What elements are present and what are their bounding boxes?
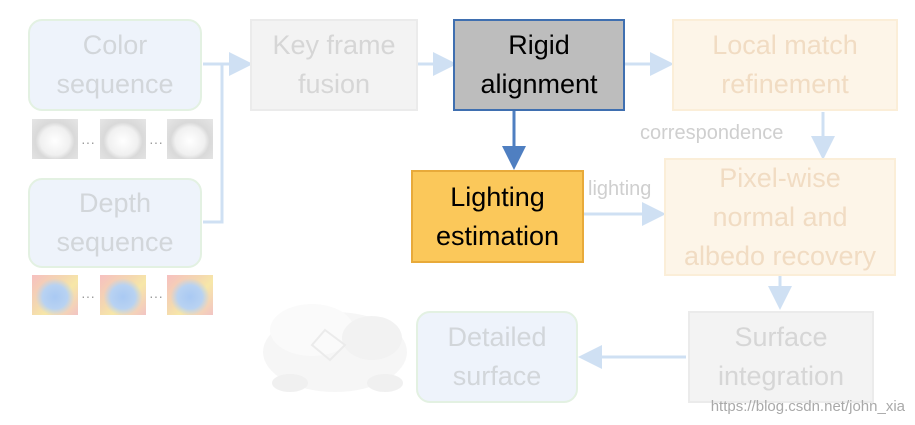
local-match-refinement-node: Local match refinement <box>672 19 898 111</box>
lighting-edge-label: lighting <box>588 178 652 200</box>
depth-frame-thumbnail <box>167 275 213 315</box>
color-sequence-node: Color sequence <box>28 19 202 111</box>
rigid-alignment-label: Rigid alignment <box>480 30 598 99</box>
local-match-refinement-label: Local match refinement <box>712 30 858 99</box>
key-frame-fusion-node: Key frame fusion <box>250 19 418 111</box>
depth-thumbnail-dots: ··· <box>81 288 95 304</box>
lighting-estimation-node: Lighting estimation <box>411 170 584 263</box>
surface-integration-node: Surface integration <box>688 311 874 403</box>
color-thumbnail-dots: ··· <box>149 134 163 150</box>
color-sequence-label: Color sequence <box>56 30 174 99</box>
depth-frame-thumbnail <box>32 275 78 315</box>
rigid-alignment-node: Rigid alignment <box>453 19 625 111</box>
detailed-surface-node: Detailed surface <box>416 311 578 403</box>
frog-model-image <box>263 304 407 392</box>
surface-integration-label: Surface integration <box>717 322 845 391</box>
color-thumbnail-dots: ··· <box>81 134 95 150</box>
correspondence-edge-label: correspondence <box>640 122 784 144</box>
arrow-color-merge <box>203 62 224 224</box>
watermark-text: https://blog.csdn.net/john_xia <box>710 398 905 415</box>
depth-sequence-label: Depth sequence <box>56 188 174 257</box>
key-frame-fusion-label: Key frame fusion <box>272 30 396 99</box>
depth-frame-thumbnail <box>100 275 146 315</box>
color-frame-thumbnail <box>167 119 213 159</box>
color-frame-thumbnail <box>32 119 78 159</box>
lighting-estimation-label: Lighting estimation <box>435 181 560 251</box>
pixel-wise-recovery-label: Pixel-wise normal and albedo recovery <box>683 162 877 271</box>
depth-thumbnail-dots: ··· <box>149 288 163 304</box>
color-frame-thumbnail <box>100 119 146 159</box>
depth-sequence-node: Depth sequence <box>28 178 202 268</box>
detailed-surface-label: Detailed surface <box>447 322 547 391</box>
pixel-wise-recovery-node: Pixel-wise normal and albedo recovery <box>664 158 896 276</box>
